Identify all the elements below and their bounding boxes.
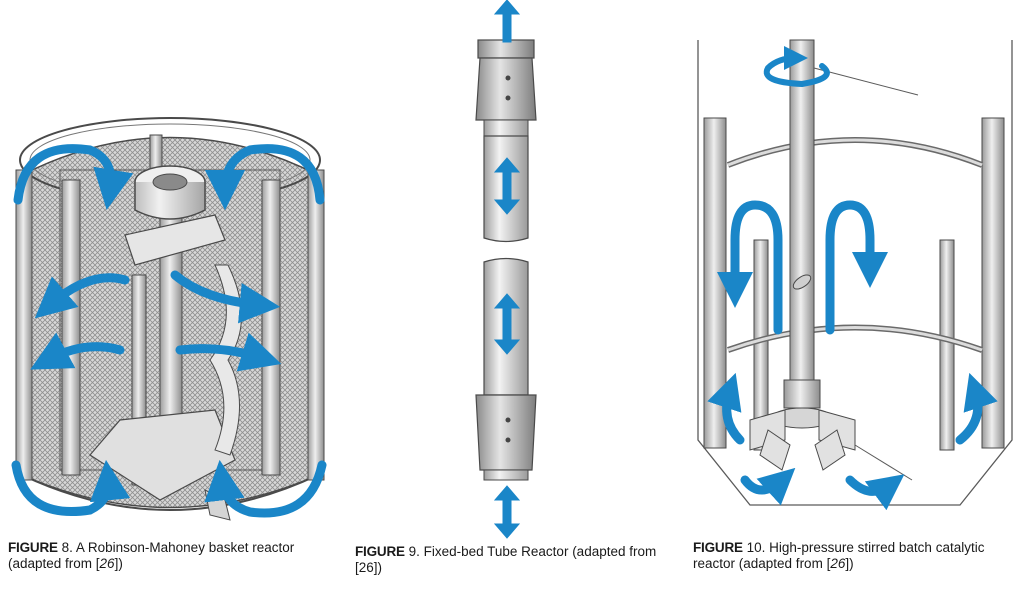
reactor-vessel xyxy=(697,40,1013,506)
rotation-arrow xyxy=(763,46,830,88)
figure-10-reference: 26 xyxy=(830,556,846,571)
flow-arrow-mid-right-upper xyxy=(170,270,281,324)
figure-8-caption-text: A Robinson-Mahoney basket reactor (adapt… xyxy=(8,540,295,571)
flow-arrow-top-right xyxy=(204,144,325,211)
side-baffles xyxy=(703,117,1005,451)
flow-arrow-bottom-left xyxy=(11,459,131,516)
figure-9-number: 9. xyxy=(408,544,420,559)
flow-arrow-upper-right xyxy=(825,200,888,335)
figure-10-stirred-reactor xyxy=(690,0,1024,595)
flow-arrows xyxy=(11,144,327,518)
figure-10-caption-end: ]) xyxy=(845,556,854,571)
fitting-hole xyxy=(505,437,511,443)
support-rings xyxy=(726,137,984,353)
central-impeller xyxy=(89,165,242,521)
figure-9-label: FIGURE xyxy=(355,544,405,559)
flow-arrow-upper-tube xyxy=(493,157,521,215)
fitting-hole xyxy=(505,75,511,81)
impeller xyxy=(749,407,913,481)
figure-9-caption: FIGURE 9. Fixed-bed Tube Reactor (adapte… xyxy=(355,544,675,576)
flow-arrow-lower-right xyxy=(955,372,998,445)
tube-reactor-illustration xyxy=(475,0,537,539)
circulation-arrows xyxy=(707,200,998,511)
figure-8-label: FIGURE xyxy=(8,540,58,555)
flow-arrow-top xyxy=(493,0,521,43)
figure-10-number: 10. xyxy=(746,540,766,555)
figure-8-basket-reactor xyxy=(0,0,340,595)
figure-9-tube-reactor xyxy=(350,0,680,595)
basket-reactor-illustration xyxy=(11,117,327,521)
flow-arrow-mid-left-upper xyxy=(34,273,130,319)
figure-10-caption-text: High-pressure stirred batch catalytic re… xyxy=(693,540,985,571)
figure-8-reference: 26 xyxy=(99,556,115,571)
lower-fitting xyxy=(475,394,537,481)
figure-8-caption-end: ]) xyxy=(114,556,123,571)
flow-arrow-lower-tube xyxy=(493,293,521,355)
flow-arrows xyxy=(493,0,521,539)
flow-arrow-bottom-right xyxy=(845,474,905,511)
flow-arrow-mid-left-lower xyxy=(30,332,125,370)
flow-arrow-upper-left xyxy=(717,200,783,335)
stirrer-shaft xyxy=(783,39,919,409)
stirred-reactor-illustration xyxy=(697,39,1013,511)
flow-arrow-top-left xyxy=(13,144,134,210)
flow-arrow-mid-right-lower xyxy=(175,332,282,372)
upper-fitting xyxy=(475,39,537,137)
figure-9-caption-text: Fixed-bed Tube Reactor (adapted from [26… xyxy=(355,544,657,575)
figure-8-number: 8. xyxy=(61,540,73,555)
flow-arrow-bottom-left xyxy=(740,467,796,506)
figure-8-caption: FIGURE 8. A Robinson-Mahoney basket reac… xyxy=(8,540,338,572)
flow-arrow-bottom xyxy=(493,485,521,539)
figure-10-caption: FIGURE 10. High-pressure stirred batch c… xyxy=(693,540,1021,572)
flow-arrow-bottom-right xyxy=(204,459,327,518)
figure-10-label: FIGURE xyxy=(693,540,743,555)
fitting-hole xyxy=(505,417,511,423)
fitting-hole xyxy=(505,95,511,101)
flow-arrow-lower-left xyxy=(707,372,745,445)
support-rods xyxy=(15,134,325,486)
